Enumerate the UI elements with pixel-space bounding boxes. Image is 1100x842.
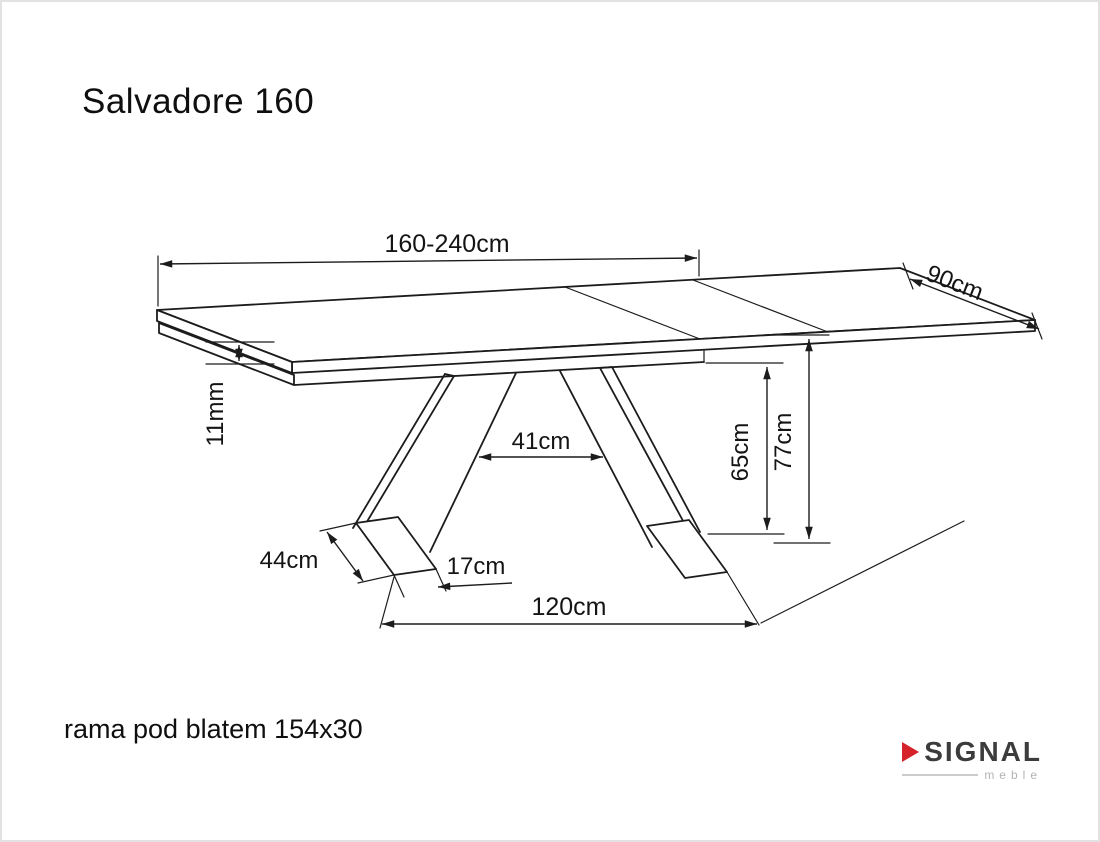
- extension-line: [379, 576, 395, 629]
- tabletop: [156, 267, 1036, 386]
- left-leg-inner-edge: [429, 372, 517, 553]
- brand-logo-subrow: meble: [902, 769, 1042, 781]
- leaf-seam-line-2: [692, 279, 829, 333]
- dim-line: [909, 278, 1040, 330]
- right-leg-thickness-edge: [611, 366, 701, 533]
- dim-base-width: 17cm: [393, 553, 513, 598]
- left-leg-outer-edge: [361, 375, 455, 531]
- dim-label-base-span: 120cm: [531, 593, 606, 621]
- right-leg-top-edge: [599, 366, 613, 369]
- dim-label-base-depth: 44cm: [260, 547, 319, 574]
- product-title: Salvadore 160: [82, 82, 315, 121]
- leader-line: [437, 582, 513, 591]
- right-leg-outer-edge: [599, 367, 689, 531]
- dim-legs-gap: 41cm: [479, 428, 603, 461]
- dim-label-height: 77cm: [770, 413, 797, 472]
- right-leg-inner-edge: [559, 370, 653, 548]
- dim-label-thickness: 11mm: [202, 382, 229, 447]
- frame-note: rama pod blatem 154x30: [64, 714, 363, 744]
- dim-label-base-width: 17cm: [447, 553, 506, 580]
- right-leg: [559, 366, 728, 579]
- left-leg: [352, 372, 517, 576]
- left-foot-plate: [355, 516, 437, 576]
- logo-subbrand-text: meble: [984, 768, 1042, 782]
- dim-total-height: 77cm: [770, 334, 831, 544]
- dim-line: [159, 254, 698, 268]
- left-leg-thickness-edge: [352, 373, 446, 529]
- dim-length-range: 160-240cm: [157, 230, 700, 307]
- underframe-bottom-line: [293, 361, 705, 386]
- dim-label-gap: 41cm: [512, 428, 571, 455]
- extension-line: [435, 568, 447, 592]
- extension-line: [393, 574, 405, 598]
- extension-line: [319, 522, 357, 532]
- dim-base-depth: 44cm: [260, 522, 395, 584]
- dim-base-span: 120cm: [379, 571, 760, 629]
- extension-line: [357, 574, 395, 584]
- dim-clearance-height: 65cm: [705, 362, 785, 535]
- extension-line: [726, 571, 760, 626]
- left-leg-top-edge: [444, 373, 455, 377]
- logo-divider-line: [902, 774, 979, 776]
- dim-label-length: 160-240cm: [384, 230, 509, 258]
- dim-top-thickness: 11mm: [202, 341, 275, 447]
- floor-depth-line: [760, 520, 965, 624]
- brand-logo-row: SIGNAL: [902, 738, 1042, 766]
- right-foot-plate: [646, 519, 728, 579]
- logo-triangle-icon: [902, 742, 920, 762]
- logo-brand-text: SIGNAL: [924, 736, 1042, 767]
- brand-logo: SIGNAL meble: [902, 738, 1042, 781]
- leaf-seam-line-1: [564, 286, 701, 340]
- dim-label-clearance: 65cm: [727, 423, 754, 482]
- dim-line: [326, 531, 364, 582]
